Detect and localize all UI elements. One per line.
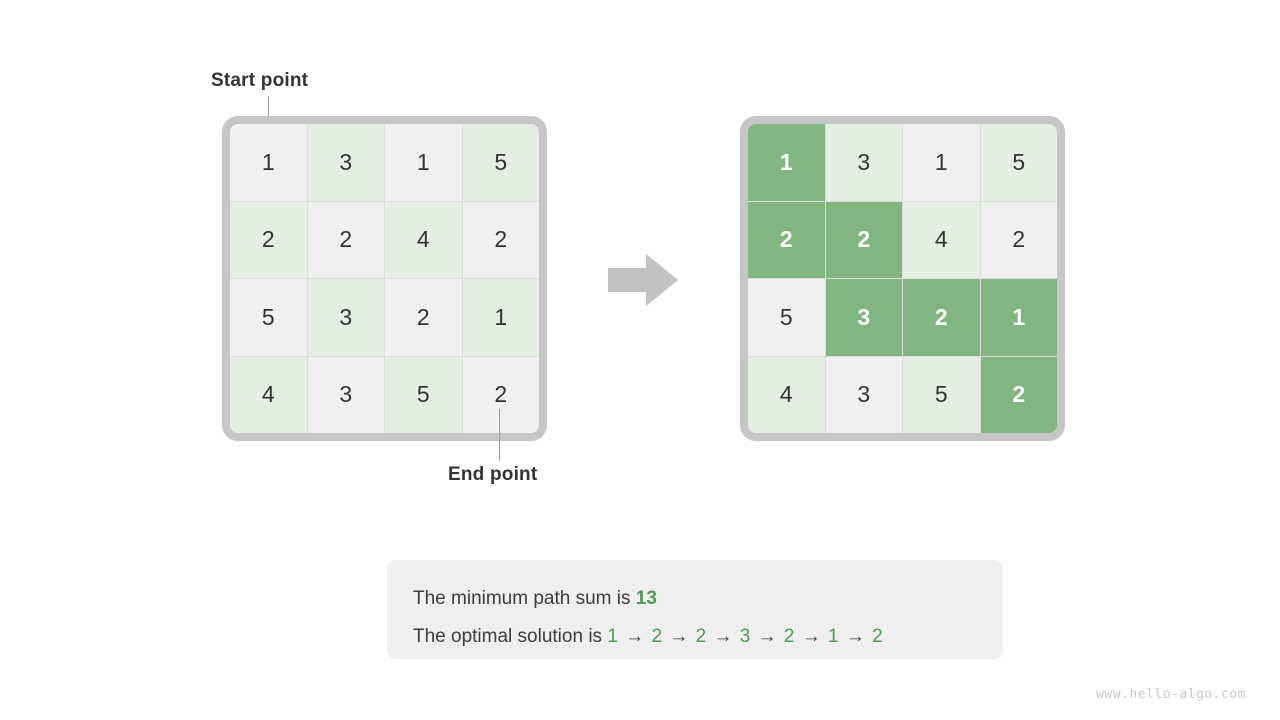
path-arrow-icon: →: [619, 626, 650, 647]
grid-cell: 2: [748, 201, 825, 278]
path-arrow-icon: →: [752, 626, 782, 647]
caption-line-sum: The minimum path sum is 13: [413, 580, 977, 618]
grid-cell: 5: [980, 124, 1057, 201]
grid-cell: 2: [980, 201, 1057, 278]
grid-cell: 1: [980, 279, 1057, 356]
grid-cell: 3: [825, 124, 902, 201]
path-step-value: 2: [872, 626, 883, 647]
path-arrow-icon: →: [708, 626, 738, 647]
path-arrow-icon: →: [840, 626, 871, 647]
caption-path-prefix: The optimal solution is: [413, 626, 608, 647]
grid-cell: 1: [748, 124, 825, 201]
path-step-value: 2: [695, 626, 707, 647]
grid-cell: 4: [385, 201, 462, 278]
grid-cell: 2: [903, 279, 980, 356]
grid-cell: 5: [385, 356, 462, 433]
grid-cell: 2: [825, 201, 902, 278]
path-step-value: 2: [651, 626, 663, 647]
grid-cell: 2: [462, 201, 539, 278]
grid-cell: 5: [903, 356, 980, 433]
end-point-leader-line: [499, 409, 500, 461]
caption-line-path: The optimal solution is 1 → 2 → 2 → 3 → …: [413, 618, 977, 656]
caption-path-sequence: 1 → 2 → 2 → 3 → 2 → 1 → 2: [607, 626, 882, 647]
path-step-value: 1: [828, 626, 839, 647]
grid-cell: 1: [462, 279, 539, 356]
grid-cell: 3: [307, 124, 384, 201]
caption-sum-prefix: The minimum path sum is: [413, 588, 636, 609]
grid-cell: 1: [385, 124, 462, 201]
start-point-label: Start point: [211, 70, 309, 91]
grid-cell: 3: [825, 356, 902, 433]
path-step-value: 3: [739, 626, 751, 647]
grid-cell: 2: [307, 201, 384, 278]
grid-cell: 3: [307, 356, 384, 433]
path-arrow-icon: →: [796, 626, 827, 647]
grid-cell: 4: [230, 356, 307, 433]
watermark: www.hello-algo.com: [1096, 687, 1246, 702]
grid-cell: 5: [462, 124, 539, 201]
grid-cell: 3: [307, 279, 384, 356]
grid-cell: 1: [903, 124, 980, 201]
grid-cell: 3: [825, 279, 902, 356]
grid-cell: 2: [980, 356, 1057, 433]
grid-cell: 1: [230, 124, 307, 201]
grid-cell: 4: [903, 201, 980, 278]
grid-cell: 5: [230, 279, 307, 356]
caption-sum-value: 13: [635, 588, 657, 609]
path-step-value: 2: [783, 626, 795, 647]
grid-cell: 2: [385, 279, 462, 356]
path-step-value: 1: [607, 626, 618, 647]
grid-cell: 2: [230, 201, 307, 278]
grid-cell: 2: [462, 356, 539, 433]
end-point-label: End point: [448, 464, 538, 485]
caption-box: The minimum path sum is 13 The optimal s…: [387, 560, 1003, 659]
grid-cell: 5: [748, 279, 825, 356]
grid-cell: 4: [748, 356, 825, 433]
path-arrow-icon: →: [664, 626, 694, 647]
right-block-arrow-icon: [608, 252, 678, 308]
